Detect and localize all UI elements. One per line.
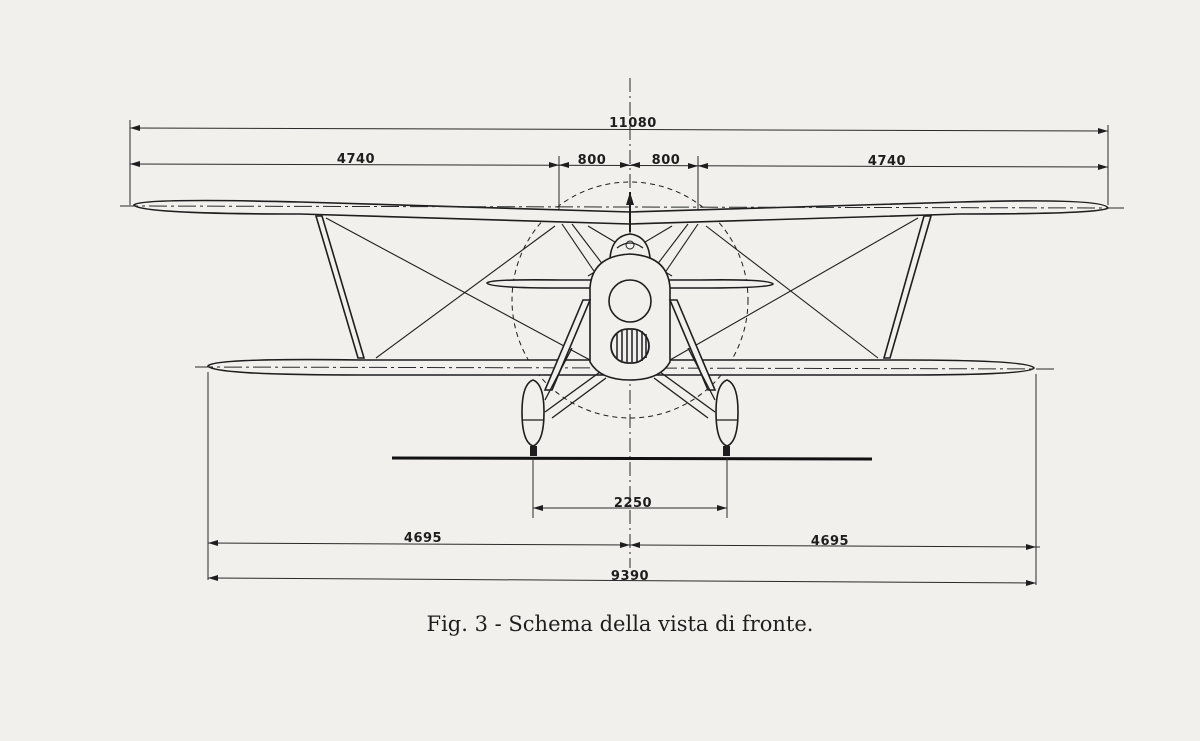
interplane-struts — [314, 215, 933, 359]
dim-lower-right: 4695 — [811, 534, 849, 549]
dim-upper-center-left: 800 — [578, 153, 607, 168]
ground-line — [391, 456, 873, 461]
left-wheel — [521, 379, 545, 456]
bracing-wires — [325, 217, 919, 361]
figure-caption: Fig. 3 - Schema della vista di fronte. — [426, 612, 814, 636]
dim-upper-right: 4740 — [868, 154, 906, 169]
dim-span-upper: 11080 — [609, 116, 657, 131]
upper-wing — [132, 199, 1109, 225]
radiator — [610, 328, 650, 364]
cockpit — [609, 233, 651, 259]
dim-upper-center-right: 800 — [652, 153, 681, 168]
landing-gear — [543, 299, 717, 419]
right-wheel — [715, 379, 739, 456]
upper-dimension-lines — [129, 120, 1109, 215]
dim-upper-left: 4740 — [337, 152, 375, 167]
propeller-disc — [511, 181, 749, 419]
spinner — [608, 279, 652, 323]
dim-lower-left: 4695 — [404, 531, 442, 546]
dim-span-lower: 9390 — [611, 569, 649, 584]
fin — [626, 192, 634, 232]
dim-wheel-track: 2250 — [614, 496, 652, 511]
lower-dimension-lines — [207, 372, 1041, 586]
